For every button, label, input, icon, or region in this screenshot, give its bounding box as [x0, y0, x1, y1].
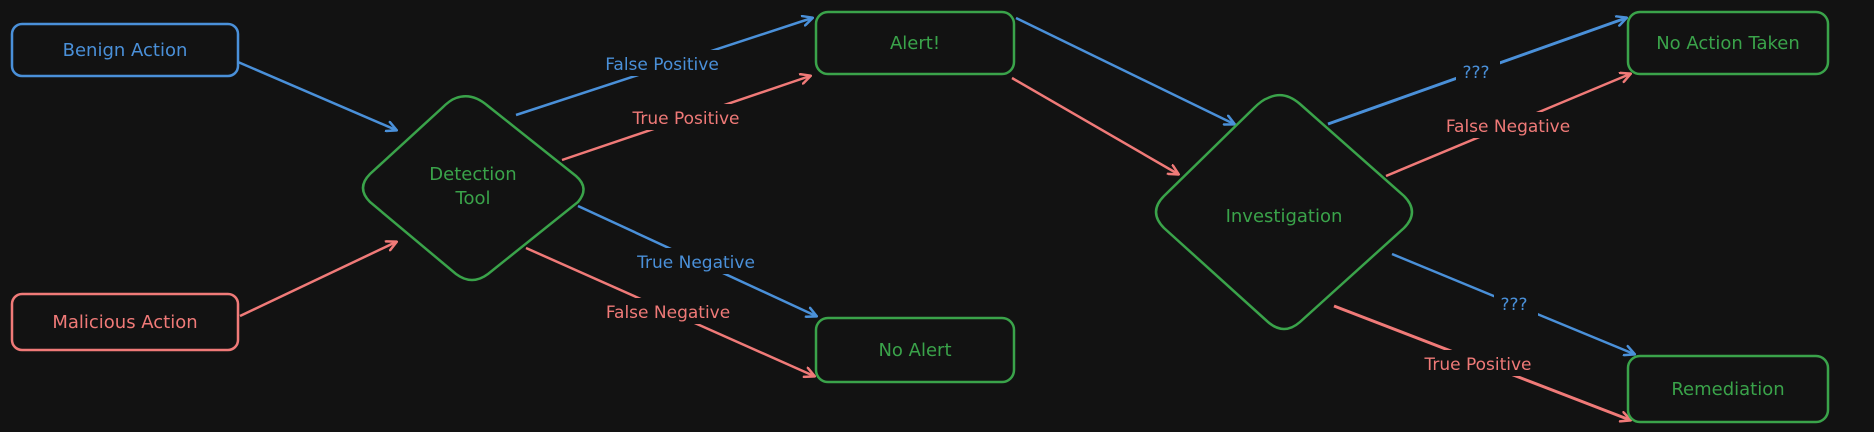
- svg-text:Remediation: Remediation: [1671, 379, 1784, 400]
- label-false-negative-2: False Negative: [1446, 117, 1570, 137]
- label-unknown-bottom: ???: [1500, 295, 1527, 315]
- svg-text:Alert!: Alert!: [890, 33, 940, 54]
- svg-text:Investigation: Investigation: [1226, 206, 1343, 227]
- svg-text:No Action Taken: No Action Taken: [1656, 33, 1800, 54]
- svg-text:Malicious Action: Malicious Action: [52, 312, 197, 333]
- svg-text:Benign Action: Benign Action: [63, 40, 188, 61]
- edge-malicious-to-detection: [239, 242, 396, 318]
- label-true-positive: True Positive: [631, 109, 739, 129]
- node-no-action-taken: No Action Taken: [1626, 10, 1830, 76]
- svg-text:No Alert: No Alert: [878, 340, 951, 361]
- node-no-alert: No Alert: [814, 316, 1016, 384]
- label-unknown-top: ???: [1462, 63, 1489, 83]
- node-investigation: Investigation: [1154, 93, 1414, 331]
- label-true-negative: True Negative: [636, 253, 755, 273]
- node-remediation: Remediation: [1626, 354, 1830, 424]
- label-false-positive: False Positive: [605, 55, 719, 75]
- svg-text:Tool: Tool: [455, 188, 491, 209]
- edge-alert-to-investigation-blue: [1015, 16, 1234, 124]
- edge-alert-to-investigation-red: [1011, 76, 1178, 174]
- node-malicious-action: Malicious Action: [10, 292, 240, 352]
- node-alert: Alert!: [814, 10, 1016, 76]
- node-detection-tool: Detection Tool: [361, 95, 585, 282]
- label-true-positive-2: True Positive: [1423, 355, 1531, 375]
- svg-text:Detection: Detection: [429, 164, 516, 185]
- node-benign-action: Benign Action: [10, 22, 240, 78]
- edge-benign-to-detection: [237, 60, 396, 130]
- label-false-negative: False Negative: [606, 303, 730, 323]
